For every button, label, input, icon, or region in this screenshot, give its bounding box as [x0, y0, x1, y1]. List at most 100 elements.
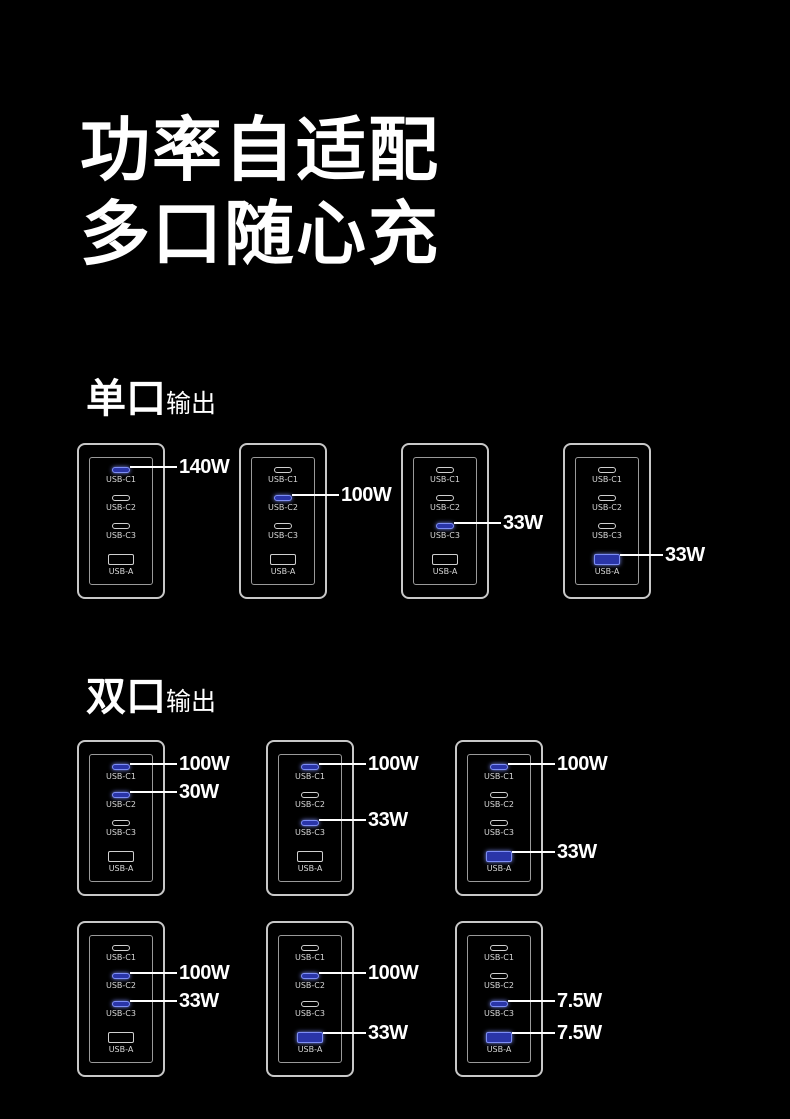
- port-label: USB-A: [108, 864, 134, 873]
- usb-a-port-icon: [486, 1032, 512, 1043]
- section-title-dual-small: 输出: [166, 687, 217, 716]
- headline: 功率自适配 多口随心充: [80, 108, 440, 276]
- port-label: USB-A: [108, 567, 134, 576]
- port-label: USB-C1: [592, 475, 622, 484]
- port-usb-c3: USB-C3: [279, 820, 341, 838]
- port-usb-c2: USB-C2: [90, 973, 152, 991]
- port-usb-c1: USB-C1: [468, 764, 530, 782]
- leader-line: [508, 763, 555, 765]
- port-usb-c2: USB-C2: [90, 495, 152, 513]
- usb-c-port-icon: [112, 820, 130, 826]
- port-label: USB-C2: [106, 800, 136, 809]
- usb-c-port-icon: [490, 1001, 508, 1007]
- usb-c-port-icon: [301, 973, 319, 979]
- usb-c-port-icon: [112, 1001, 130, 1007]
- leader-line: [454, 522, 501, 524]
- wattage-label: 140W: [179, 456, 230, 478]
- port-usb-c2: USB-C2: [279, 792, 341, 810]
- usb-c-port-icon: [490, 945, 508, 951]
- port-label: USB-C2: [295, 800, 325, 809]
- port-usb-c3: USB-C3: [414, 523, 476, 541]
- port-usb-a: USB-A: [576, 554, 638, 577]
- leader-line: [130, 1000, 177, 1002]
- port-usb-c1: USB-C1: [576, 467, 638, 485]
- port-label: USB-A: [486, 1045, 512, 1054]
- usb-a-port-icon: [108, 1032, 134, 1043]
- usb-c-port-icon: [301, 945, 319, 951]
- wattage-label: 100W: [179, 962, 230, 984]
- port-usb-c1: USB-C1: [414, 467, 476, 485]
- port-label: USB-C1: [295, 772, 325, 781]
- usb-a-port-icon: [297, 851, 323, 862]
- wattage-label: 33W: [368, 809, 408, 831]
- port-usb-c3: USB-C3: [468, 820, 530, 838]
- port-label: USB-A: [486, 864, 512, 873]
- leader-line: [130, 972, 177, 974]
- leader-line: [620, 554, 663, 556]
- port-usb-c2: USB-C2: [576, 495, 638, 513]
- port-usb-a: USB-A: [90, 851, 152, 874]
- port-label: USB-C1: [106, 953, 136, 962]
- port-label: USB-C3: [295, 828, 325, 837]
- leader-line: [130, 763, 177, 765]
- port-usb-c3: USB-C3: [279, 1001, 341, 1019]
- usb-a-port-icon: [108, 554, 134, 565]
- usb-c-port-icon: [112, 945, 130, 951]
- port-usb-a: USB-A: [279, 1032, 341, 1055]
- usb-a-port-icon: [594, 554, 620, 565]
- leader-line: [512, 851, 555, 853]
- usb-a-port-icon: [432, 554, 458, 565]
- port-label: USB-C1: [295, 953, 325, 962]
- port-usb-a: USB-A: [468, 1032, 530, 1055]
- port-label: USB-C3: [106, 828, 136, 837]
- port-usb-c1: USB-C1: [252, 467, 314, 485]
- usb-c-port-icon: [301, 820, 319, 826]
- port-usb-c3: USB-C3: [252, 523, 314, 541]
- port-usb-a: USB-A: [90, 1032, 152, 1055]
- leader-line: [130, 791, 177, 793]
- port-label: USB-C2: [295, 981, 325, 990]
- usb-c-port-icon: [598, 523, 616, 529]
- usb-c-port-icon: [112, 523, 130, 529]
- port-label: USB-C2: [484, 981, 514, 990]
- usb-c-port-icon: [436, 523, 454, 529]
- usb-c-port-icon: [301, 1001, 319, 1007]
- wattage-label: 33W: [179, 990, 219, 1012]
- wattage-label: 100W: [368, 753, 419, 775]
- port-usb-c2: USB-C2: [468, 792, 530, 810]
- wattage-label: 100W: [179, 753, 230, 775]
- port-label: USB-C3: [106, 1009, 136, 1018]
- usb-c-port-icon: [490, 792, 508, 798]
- usb-a-port-icon: [270, 554, 296, 565]
- wattage-label: 100W: [368, 962, 419, 984]
- port-usb-c2: USB-C2: [414, 495, 476, 513]
- port-usb-a: USB-A: [279, 851, 341, 874]
- port-usb-c1: USB-C1: [468, 945, 530, 963]
- port-usb-c3: USB-C3: [90, 523, 152, 541]
- usb-c-port-icon: [274, 523, 292, 529]
- usb-c-port-icon: [436, 495, 454, 501]
- usb-c-port-icon: [112, 467, 130, 473]
- port-usb-a: USB-A: [252, 554, 314, 577]
- wattage-label: 7.5W: [557, 1022, 602, 1044]
- wattage-label: 33W: [503, 512, 543, 534]
- port-usb-c3: USB-C3: [90, 820, 152, 838]
- leader-line: [130, 466, 177, 468]
- port-usb-c3: USB-C3: [90, 1001, 152, 1019]
- wattage-label: 30W: [179, 781, 219, 803]
- usb-c-port-icon: [490, 820, 508, 826]
- wattage-label: 33W: [368, 1022, 408, 1044]
- port-label: USB-C2: [106, 981, 136, 990]
- port-label: USB-C3: [484, 1009, 514, 1018]
- wattage-label: 100W: [341, 484, 392, 506]
